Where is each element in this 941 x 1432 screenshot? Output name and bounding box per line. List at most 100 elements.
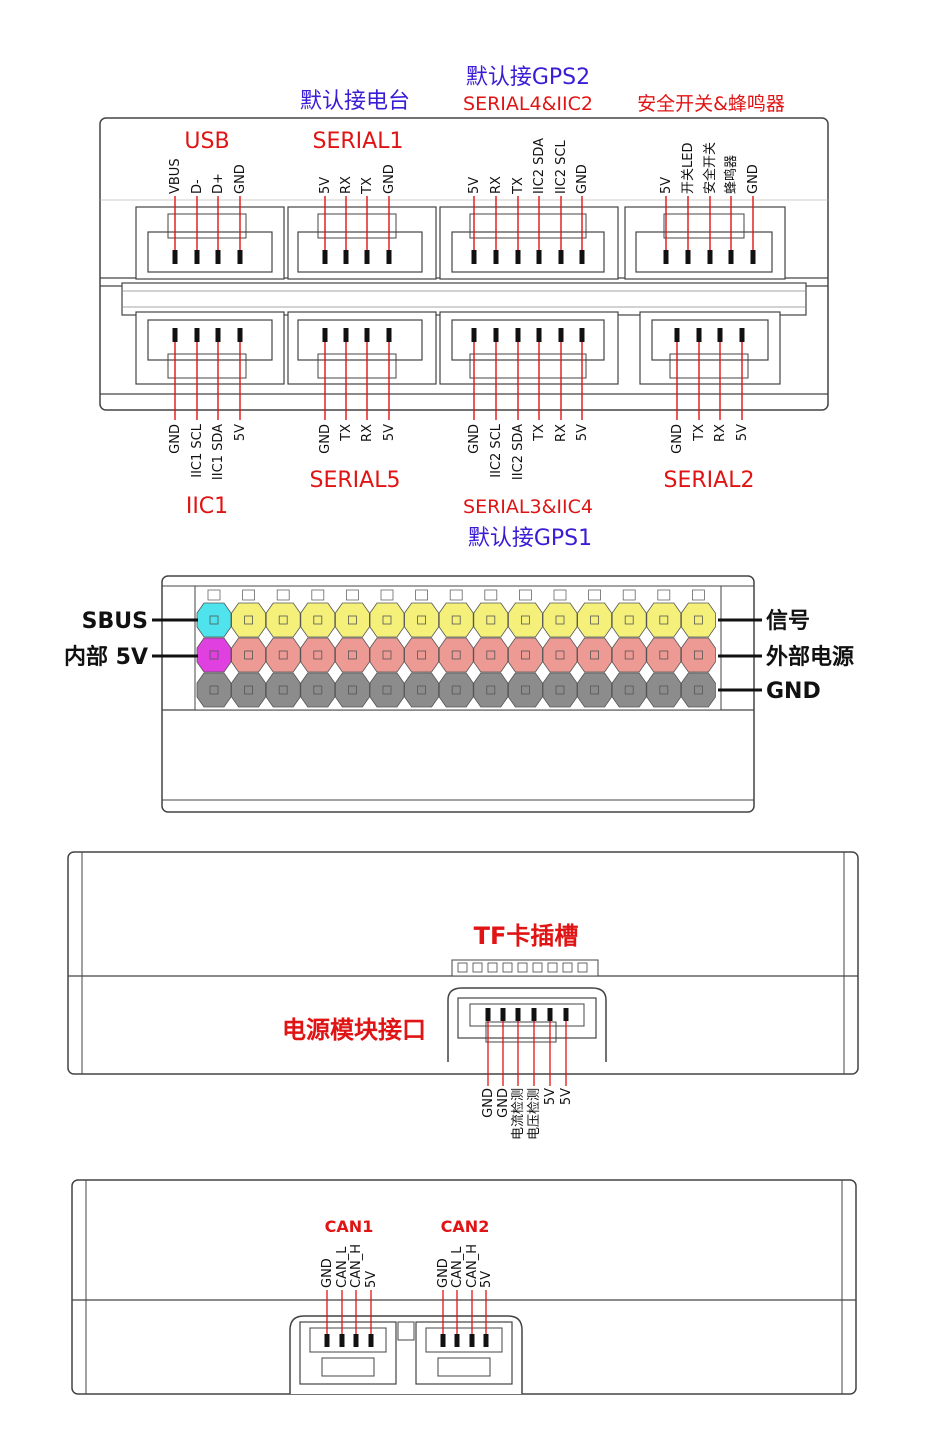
header-slot [553, 589, 567, 601]
pin-label: 5V [233, 424, 248, 441]
caption-usb: USB [184, 129, 229, 154]
header-pin-square [244, 615, 254, 625]
pin-label: 5V [364, 1271, 379, 1288]
header-pin [438, 602, 474, 638]
center-rail [121, 282, 807, 316]
header-pin-square [486, 615, 496, 625]
pin-label: RX [713, 424, 728, 442]
caption-iic1: IIC1 [186, 494, 228, 519]
pin-label: IIC2 SCL [489, 423, 504, 477]
pin-label: D- [190, 179, 205, 194]
pin-contact [485, 1008, 491, 1021]
header-pin-square [451, 685, 461, 695]
connector-serial5 [287, 311, 437, 385]
header-pin [369, 602, 405, 638]
header-pin-square [347, 685, 357, 695]
header-pin-square [209, 650, 219, 660]
pin-contact [531, 1008, 537, 1021]
connector-serial3-iic4 [439, 311, 619, 385]
header-pin [300, 672, 336, 708]
header-pin [334, 602, 370, 638]
header-pin [231, 672, 267, 708]
pin-contact [696, 328, 702, 342]
header-pin [646, 602, 682, 638]
pin-contact [454, 1334, 460, 1347]
pin-label: GND [575, 164, 590, 194]
pin-contact [364, 250, 370, 264]
pin-label: TX [339, 424, 354, 442]
header-pin [369, 637, 405, 673]
pin-label: 电压检测 [527, 1088, 542, 1140]
header-pin [507, 602, 543, 638]
pin-contact [172, 250, 178, 264]
pin-label: IIC2 SCL [554, 140, 569, 194]
connector-serial4-iic2 [439, 206, 619, 280]
header-slot [657, 589, 671, 601]
header-pin [473, 672, 509, 708]
tf-contact [532, 962, 543, 973]
header-pin-square [313, 650, 323, 660]
pin-contact [172, 328, 178, 342]
header-pin-square [382, 650, 392, 660]
pin-label: 电流检测 [511, 1088, 526, 1140]
header-pin [577, 672, 612, 708]
header-pin-square [659, 615, 669, 625]
header-slot [484, 589, 498, 601]
pin-contact [343, 250, 349, 264]
label-gnd: GND [766, 679, 821, 704]
pin-label: 开关LED [681, 143, 696, 194]
pin-label: GND [670, 424, 685, 454]
header-pin [681, 602, 716, 638]
caption-serial2: SERIAL2 [664, 468, 755, 493]
header-pin-square [313, 685, 323, 695]
tf-contact [562, 962, 573, 973]
pin-contact [750, 250, 756, 264]
pin-contact [515, 328, 521, 342]
header-pin-square [313, 615, 323, 625]
pin-contact [536, 250, 542, 264]
header-slot [692, 589, 705, 601]
header-slot [622, 589, 636, 601]
pin-contact [364, 328, 370, 342]
pin-label: TX [692, 424, 707, 442]
pin-contact [215, 250, 221, 264]
pin-contact [493, 328, 499, 342]
tf-slot-contacts [457, 962, 588, 973]
header-pin [577, 637, 612, 673]
header-pin-square [694, 685, 703, 695]
pin-contact [469, 1334, 475, 1347]
pin-label: IIC2 SDA [511, 424, 526, 480]
pin-contact [339, 1334, 345, 1347]
header-pin-square [451, 650, 461, 660]
header-pin [196, 637, 232, 673]
header-pin-square [347, 650, 357, 660]
pin-label: VBUS [168, 158, 183, 194]
header-pin [542, 637, 578, 673]
header-pin [265, 637, 301, 673]
header-pin-square [659, 650, 669, 660]
header-pin [542, 672, 578, 708]
header-pin-square [555, 650, 565, 660]
header-pin-square [486, 685, 496, 695]
header-pin [231, 637, 267, 673]
header-pin [334, 637, 370, 673]
header-slot [242, 589, 256, 601]
header-pin [404, 637, 440, 673]
header-pin-square [417, 650, 427, 660]
pin-label: IIC1 SDA [211, 424, 226, 480]
header-pin-square [347, 615, 357, 625]
header-pin [404, 672, 440, 708]
pin-label: RX [339, 176, 354, 194]
pin-contact [663, 250, 669, 264]
header-pin [507, 672, 543, 708]
caption-serial5: SERIAL5 [310, 468, 401, 493]
pin-label: GND [746, 164, 761, 194]
header-pin [542, 602, 578, 638]
caption-gps2-default: 默认接GPS2 [466, 65, 590, 90]
header-pin-square [244, 685, 254, 695]
header-pin-square [278, 650, 288, 660]
pin-contact [579, 250, 585, 264]
caption-can2: CAN2 [441, 1217, 490, 1236]
